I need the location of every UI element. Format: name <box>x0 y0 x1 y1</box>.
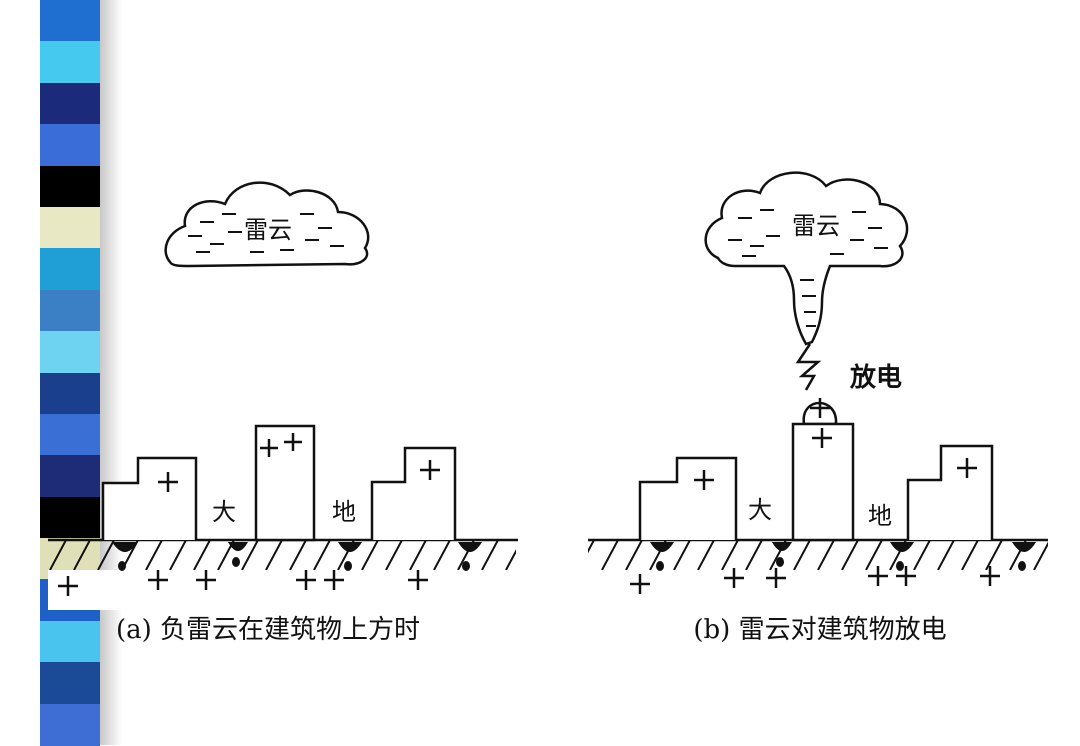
panel-a: 雷云 <box>48 181 518 645</box>
stripe-segment <box>40 703 100 746</box>
ground-label-2-a: 地 <box>332 498 356 526</box>
ground-label-2-b: 地 <box>868 502 892 530</box>
building-positive-charges-a <box>158 433 440 492</box>
thundercloud-a <box>164 181 370 268</box>
decorative-stripe-bar <box>40 0 100 746</box>
stripe-segment <box>40 331 100 374</box>
cloud-negative-charges-a <box>188 213 344 253</box>
ground-label-1-a: 大 <box>212 498 236 526</box>
stripe-segment <box>40 165 100 208</box>
cloud-negative-charges-b <box>728 209 888 327</box>
stripe-segment <box>40 41 100 84</box>
stripe-segment <box>40 413 100 457</box>
lightning-bolt <box>795 343 822 391</box>
stripe-segment <box>40 248 100 291</box>
building-a3 <box>370 446 457 540</box>
caption-b: (b) 雷云对建筑物放电 <box>693 615 946 645</box>
stripe-segment <box>40 124 100 167</box>
stripe-segment <box>40 496 100 540</box>
thundercloud-b <box>704 171 909 346</box>
building-a2 <box>254 424 316 542</box>
ground-positive-charges-a <box>58 570 428 596</box>
stripe-segment <box>40 662 100 705</box>
panel-b: 雷云 放电 <box>588 171 1050 645</box>
building-b1 <box>638 456 738 540</box>
building-a1 <box>101 456 198 540</box>
stripe-segment <box>40 82 100 126</box>
stripe-segment <box>40 206 100 250</box>
stripe-segment <box>40 372 100 415</box>
stripe-segment <box>40 455 100 498</box>
induced-charge-blobs-b <box>650 542 1036 571</box>
stripe-segment <box>40 620 100 664</box>
cloud-label-a: 雷云 <box>244 216 292 244</box>
cloud-label-b: 雷云 <box>792 212 840 240</box>
induced-charge-blobs-a <box>112 542 482 571</box>
ground-positive-charges-b <box>630 566 1000 594</box>
stripe-segment <box>40 289 100 333</box>
ground-label-1-b: 大 <box>748 496 772 524</box>
stripe-segment <box>40 0 100 43</box>
caption-a: (a) 负雷云在建筑物上方时 <box>116 615 420 645</box>
building-positive-charges-b <box>694 398 977 490</box>
building-b3 <box>906 444 994 540</box>
discharge-label: 放电 <box>849 362 902 393</box>
